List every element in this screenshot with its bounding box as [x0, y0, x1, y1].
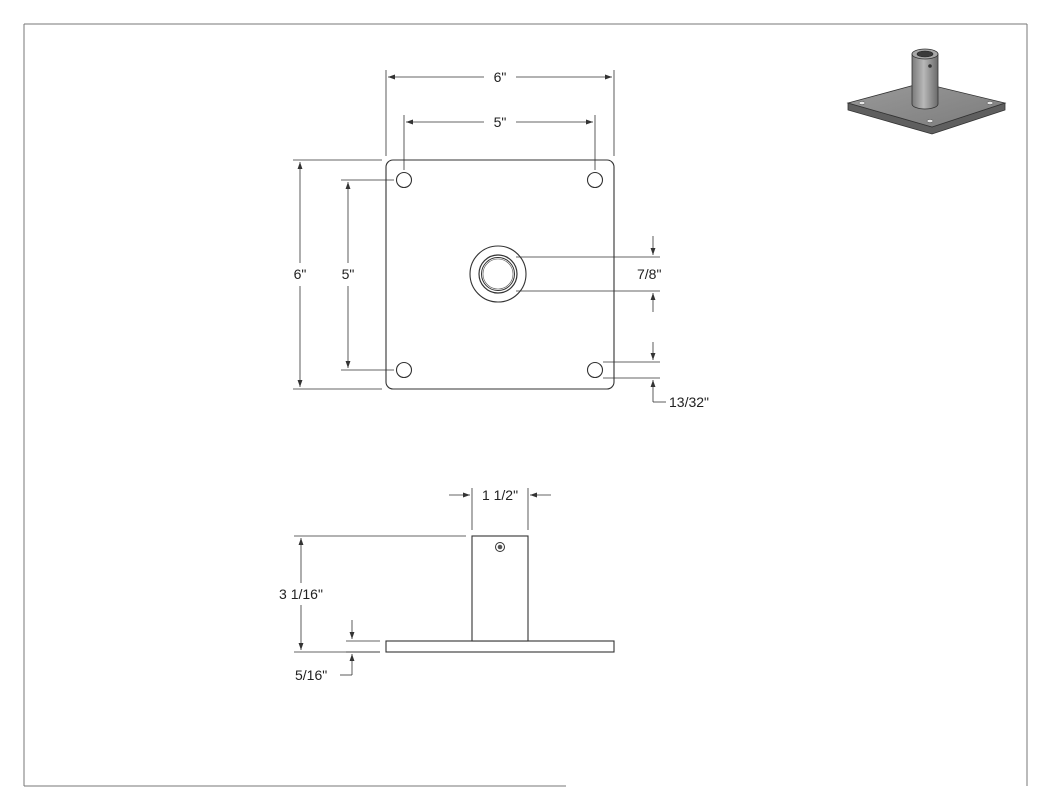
iso-post [911, 53, 939, 110]
dimension-hole-spacing-x: 5" [403, 114, 596, 170]
isometric-view [846, 48, 1007, 135]
dimension-corner-hole: 13/32" [603, 342, 709, 410]
dimension-plate-height: 6" [293, 159, 382, 390]
plate-height-label: 6" [294, 266, 307, 282]
top-view [385, 159, 615, 390]
hole-spacing-x-label: 5" [494, 114, 507, 130]
sheet-border [23, 23, 1028, 787]
plate-thickness-label: 5/16" [295, 667, 327, 683]
corner-hole-top-right [586, 171, 604, 189]
center-hole-label: 7/8" [637, 266, 661, 282]
corner-hole-bottom-left [395, 361, 413, 379]
center-post-top [469, 245, 527, 303]
side-view [385, 535, 615, 653]
dimension-center-hole: 7/8" [516, 236, 661, 312]
corner-hole-top-left [395, 171, 413, 189]
overall-height-label: 3 1/16" [279, 586, 323, 602]
dimension-hole-spacing-y: 5" [341, 179, 394, 371]
plate-width-label: 6" [494, 69, 507, 85]
dimension-post-diameter: 1 1/2" [449, 487, 551, 530]
post-diameter-label: 1 1/2" [482, 487, 518, 503]
side-post [471, 535, 529, 642]
corner-hole-label: 13/32" [669, 394, 709, 410]
dimension-plate-width: 6" [385, 69, 615, 156]
hole-spacing-y-label: 5" [342, 266, 355, 282]
side-base-plate [385, 640, 615, 653]
dimension-plate-thickness: 5/16" [295, 620, 380, 683]
dimension-overall-height: 3 1/16" [279, 535, 466, 653]
corner-hole-bottom-right [586, 361, 604, 379]
